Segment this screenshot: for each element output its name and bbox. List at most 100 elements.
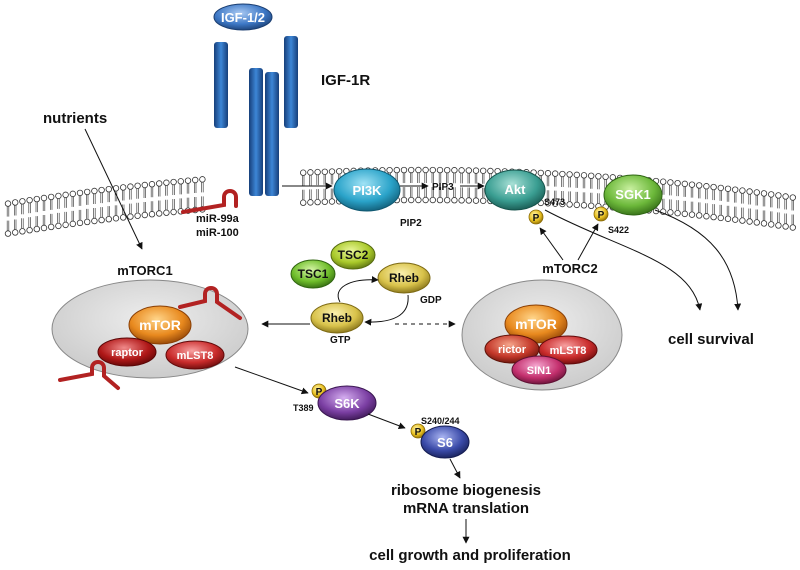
- lipid: [566, 201, 573, 208]
- akt-node: Akt: [484, 169, 546, 211]
- lipid: [472, 167, 480, 174]
- lipid: [739, 187, 746, 194]
- lipid: [400, 196, 408, 204]
- lipid: [724, 185, 732, 192]
- lipid: [127, 213, 134, 220]
- s6k-to-s6-arrow: [367, 413, 406, 430]
- lipid: [55, 192, 62, 200]
- lipid: [674, 209, 681, 217]
- gdp-to-gtp-arrow: [364, 294, 409, 326]
- lipid: [760, 220, 768, 227]
- lipid: [119, 214, 127, 221]
- mtor-label-c2: mTOR: [515, 316, 557, 332]
- rheb-gtp-label: Rheb: [322, 311, 352, 325]
- lipid: [480, 167, 487, 174]
- lipid: [191, 176, 199, 184]
- lipid: [588, 172, 595, 180]
- lipid: [753, 189, 760, 196]
- lipid: [602, 173, 609, 181]
- akt-site-label: S473: [544, 197, 565, 207]
- akt-to-survival-arrow: [544, 209, 703, 311]
- lipid: [386, 166, 393, 174]
- lipid: [328, 168, 336, 175]
- lipid: [537, 169, 544, 177]
- ribosome-biogenesis-label: ribosome biogenesis: [391, 482, 541, 499]
- lipid: [559, 170, 566, 178]
- lipid: [480, 197, 487, 204]
- pi3k-label: PI3K: [353, 183, 383, 198]
- lipid: [19, 198, 26, 205]
- lipid: [717, 184, 724, 192]
- lipid: [451, 167, 458, 174]
- akt-label: Akt: [505, 182, 527, 197]
- lipid: [134, 212, 141, 219]
- lipid: [465, 167, 472, 174]
- svg-text:P: P: [533, 213, 540, 224]
- lipid: [155, 210, 163, 217]
- lipid: [739, 217, 746, 224]
- rheb-gdp-label: Rheb: [389, 271, 419, 285]
- lipid: [746, 218, 753, 225]
- lipid: [69, 220, 76, 228]
- lipid: [336, 168, 343, 175]
- lipid: [83, 218, 91, 226]
- lipid: [688, 181, 696, 188]
- mtorc2-title: mTORC2: [542, 261, 597, 276]
- mtorc1-complex: mTOR raptor mLST8: [51, 279, 249, 379]
- lipid: [393, 166, 400, 174]
- lipid: [4, 230, 12, 237]
- sgk1-to-survival-arrow: [654, 209, 742, 311]
- lipid: [681, 210, 688, 218]
- lipid: [580, 202, 588, 209]
- lipid: [119, 184, 127, 191]
- mlst8-label-c1: mLST8: [177, 350, 214, 362]
- rheb-gdp-node: Rheb: [377, 262, 431, 294]
- lipid: [703, 213, 710, 220]
- lipid: [112, 215, 120, 222]
- mirna-label-1: miR-99a: [196, 213, 240, 225]
- lipid: [155, 180, 163, 187]
- lipid: [753, 219, 760, 226]
- nutrients-label: nutrients: [43, 110, 107, 127]
- lipid: [170, 208, 177, 216]
- mirna-hairpin-mtorc1-bottom: [58, 360, 120, 390]
- igf1r-receptor: [214, 36, 298, 196]
- lipid: [163, 179, 170, 186]
- pi3k-node: PI3K: [333, 168, 401, 212]
- lipid: [703, 183, 710, 190]
- rictor-node: rictor: [484, 334, 540, 364]
- sgk1-phospho: P: [593, 206, 609, 222]
- lipid: [681, 180, 688, 188]
- lipid: [544, 200, 552, 207]
- lipid: [451, 197, 458, 204]
- sgk1-site-label: S422: [608, 225, 629, 235]
- lipid: [40, 194, 48, 202]
- lipid: [768, 191, 775, 198]
- lipid: [184, 177, 192, 184]
- lipid: [300, 199, 307, 206]
- lipid: [307, 169, 314, 176]
- lipid: [40, 224, 48, 232]
- lipid: [415, 196, 422, 204]
- lipid: [724, 215, 732, 222]
- lipid: [573, 171, 580, 179]
- lipid: [98, 186, 105, 194]
- s6-node: S6: [420, 425, 470, 459]
- mtor-node-c2: mTOR: [504, 304, 568, 344]
- lipid: [19, 228, 26, 235]
- lipid: [458, 197, 465, 204]
- lipid: [465, 197, 472, 204]
- svg-text:P: P: [316, 387, 323, 398]
- mirna-hairpin-mtorc1-top: [178, 286, 242, 320]
- lipid: [83, 188, 91, 196]
- s6k-node: S6K: [317, 385, 377, 421]
- lipid: [11, 229, 19, 236]
- lipid: [688, 211, 696, 218]
- lipid: [199, 176, 206, 183]
- lipid: [429, 166, 436, 174]
- sin1-node: SIN1: [511, 355, 567, 385]
- lipid: [4, 200, 12, 207]
- lipid: [552, 170, 559, 177]
- lipid: [487, 167, 494, 175]
